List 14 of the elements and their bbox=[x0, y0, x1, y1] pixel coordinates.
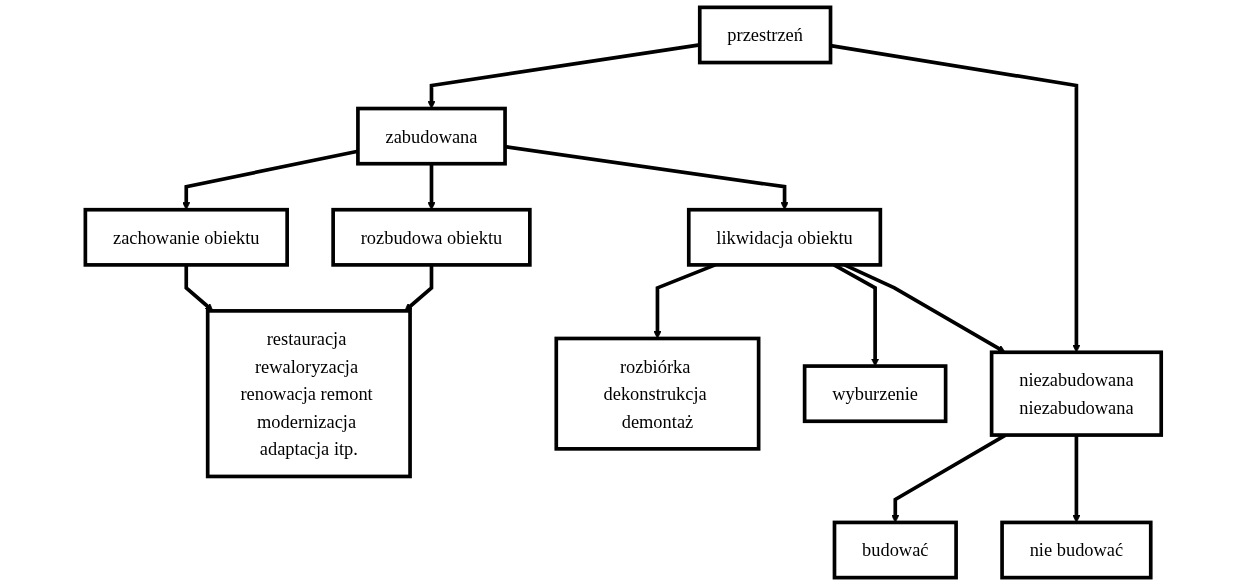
node-box: likwidacja obiektu bbox=[686, 207, 882, 267]
node-box: przestrzeń bbox=[697, 5, 833, 65]
node-box: wyburzenie bbox=[802, 364, 948, 424]
node-box: zabudowana bbox=[355, 106, 507, 166]
arrow bbox=[184, 264, 213, 312]
arrow bbox=[404, 264, 434, 312]
arrow bbox=[1072, 435, 1081, 523]
node-box: rozbudowa obiektu bbox=[331, 207, 532, 267]
node-box: niezabudowana niezabudowana bbox=[989, 350, 1163, 437]
node-box: restauracja rewaloryzacja renowacja remont modernizacja adaptacja itp. bbox=[205, 309, 412, 479]
node-box: zachowanie obiektu bbox=[83, 207, 289, 267]
node-box: nie budować bbox=[999, 520, 1153, 580]
node-box: rozbiórka dekonstrukcja demontaż bbox=[554, 336, 761, 451]
node-box: budować bbox=[832, 520, 958, 580]
